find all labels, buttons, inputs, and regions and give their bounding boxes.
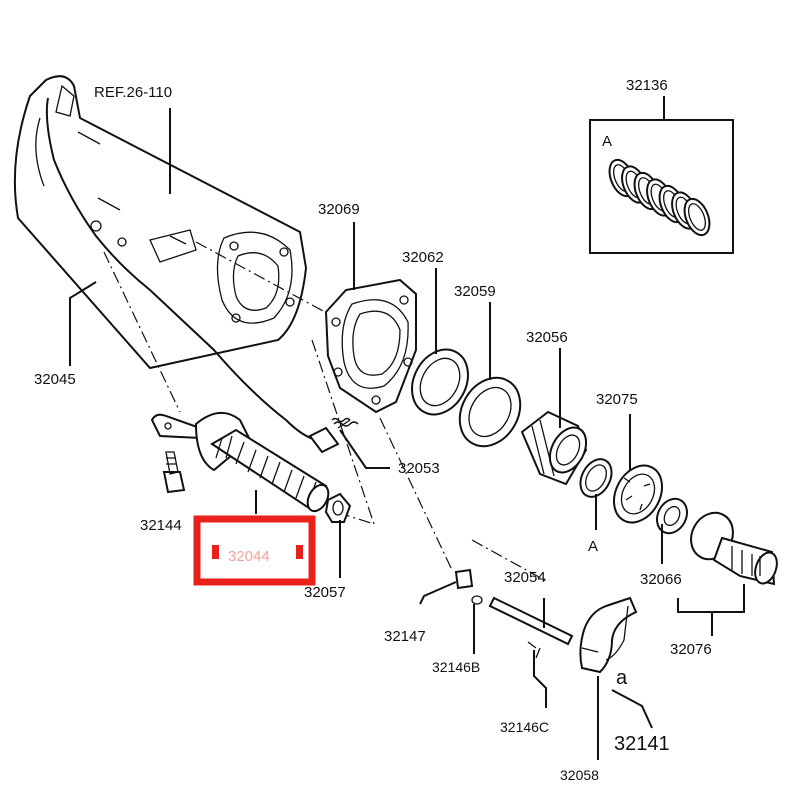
highlight-box-32044 (193, 515, 316, 586)
label-32146b: 32146B (432, 659, 480, 675)
label-32053: 32053 (398, 460, 440, 477)
axle-housing (13, 75, 308, 370)
flange-housing-32069 (324, 278, 417, 414)
washer-32066 (656, 497, 688, 535)
label-32076: 32076 (670, 641, 712, 658)
label-32136: 32136 (626, 77, 668, 94)
shift-rod-32054 (488, 596, 574, 659)
label-32141: 32141 (614, 733, 670, 755)
label-32058: 32058 (560, 767, 599, 783)
small-parts (333, 421, 483, 605)
snap-ring (683, 197, 711, 237)
label-32059: 32059 (454, 283, 496, 300)
label-32044: 32044 (228, 548, 270, 565)
bearing-32075 (613, 464, 663, 524)
seal-32062 (411, 348, 469, 416)
label-32054: 32054 (504, 569, 546, 586)
label-32069: 32069 (318, 201, 360, 218)
snap-ring-inner (688, 203, 706, 231)
label-inset-a: A (602, 133, 612, 150)
label-32062: 32062 (402, 249, 444, 266)
label-a-lower: a (616, 667, 628, 689)
label-32057: 32057 (304, 584, 346, 601)
label-32144: 32144 (140, 517, 182, 534)
label-ref: REF.26-110 (94, 84, 172, 101)
label-32075: 32075 (596, 391, 638, 408)
output-shaft-32076 (690, 511, 778, 586)
cable-32045 (45, 97, 351, 454)
bracket-boot-assembly (150, 412, 330, 513)
label-a-marker: A (588, 538, 598, 555)
seal-32059 (458, 376, 522, 448)
nut-32057 (324, 492, 352, 523)
part-labels: REF.26-110 32136 A 32069 32062 32059 320… (34, 77, 712, 783)
inset-box-32136 (589, 119, 734, 254)
label-32146c: 32146C (500, 719, 549, 735)
label-32056: 32056 (526, 329, 568, 346)
label-32045: 32045 (34, 371, 76, 388)
label-32066: 32066 (640, 571, 682, 588)
label-32147: 32147 (384, 628, 426, 645)
shift-fork-32141 (579, 596, 638, 674)
sleeve-32056 (520, 410, 588, 486)
snap-ring-a (579, 458, 613, 498)
alignment-lines (103, 241, 549, 583)
leader-lines (69, 96, 745, 760)
bolt-32144 (162, 451, 186, 494)
